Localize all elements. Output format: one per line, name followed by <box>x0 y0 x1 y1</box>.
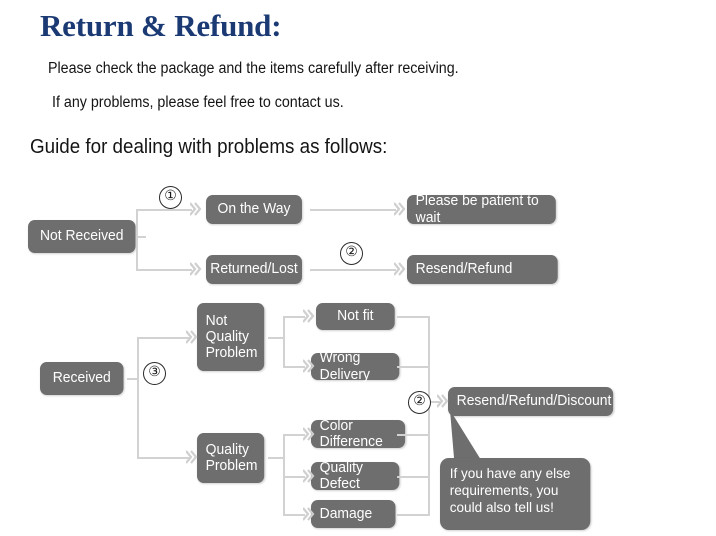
connector-reasons-bus <box>428 316 430 516</box>
connector-to-returned-lost <box>136 269 192 271</box>
connector-received-stem <box>127 378 139 380</box>
node-not-received[interactable]: Not Received <box>28 220 136 253</box>
step-number-2-bottom: ② <box>408 391 431 414</box>
extra-requirements-callout: If you have any else requirements, you c… <box>440 458 591 530</box>
node-color-difference[interactable]: Color Difference <box>311 418 406 450</box>
node-resend-refund-discount[interactable]: Resend/Refund/Discount <box>448 387 614 416</box>
step-number-1: ① <box>159 186 182 209</box>
connector-to-quality <box>137 457 189 459</box>
arrow-to-wrong-delivery <box>303 359 315 373</box>
step-number-3: ③ <box>143 362 166 385</box>
connector-bus-to-outcome <box>428 401 440 403</box>
connector-to-quality-defect <box>283 476 305 478</box>
arrow-to-returned-lost <box>190 262 202 276</box>
connector-not-received-split <box>136 209 138 271</box>
intro-line-2: If any problems, please feel free to con… <box>52 94 344 111</box>
connector-quality-split <box>283 434 285 514</box>
arrow-to-quality-problem <box>186 450 198 464</box>
arrow-to-not-quality-problem <box>186 330 198 344</box>
node-damage[interactable]: Damage <box>311 500 396 528</box>
node-on-the-way[interactable]: On the Way <box>206 195 302 224</box>
connector-not-fit-bus <box>397 316 429 318</box>
arrow-to-damage <box>303 507 315 521</box>
arrow-to-not-fit <box>303 309 315 323</box>
arrow-to-color-difference <box>303 427 315 441</box>
connector-to-damage <box>283 514 305 516</box>
intro-line-1: Please check the package and the items c… <box>48 60 459 77</box>
node-not-quality-problem[interactable]: Not Quality Problem <box>197 303 265 371</box>
arrow-to-please-be-patient <box>394 202 406 216</box>
node-resend-refund[interactable]: Resend/Refund <box>407 255 558 284</box>
connector-to-on-the-way <box>136 209 192 211</box>
connector-quality-defect-bus <box>397 476 429 478</box>
arrow-to-resend-refund-discount <box>437 394 449 408</box>
connector-damage-bus <box>397 514 429 516</box>
node-wrong-delivery[interactable]: Wrong Delivery <box>311 350 400 383</box>
node-received[interactable]: Received <box>40 362 124 395</box>
connector-to-wrong-delivery <box>283 366 305 368</box>
connector-not-received-stem <box>136 236 146 238</box>
connector-color-difference-bus <box>397 434 429 436</box>
connector-quality-stem <box>268 457 284 459</box>
connector-on-the-way-out <box>310 209 396 211</box>
node-quality-problem[interactable]: Quality Problem <box>197 433 265 483</box>
connector-returned-lost-out <box>310 269 396 271</box>
callout-tail <box>444 408 508 474</box>
arrow-to-on-the-way <box>190 202 202 216</box>
guide-heading: Guide for dealing with problems as follo… <box>30 136 388 158</box>
connector-to-not-fit <box>283 316 305 318</box>
connector-wrong-delivery-bus <box>397 366 429 368</box>
page-title: Return & Refund: <box>40 8 282 43</box>
node-returned-lost[interactable]: Returned/Lost <box>206 255 302 284</box>
arrow-to-resend-refund <box>394 262 406 276</box>
connector-to-not-quality <box>137 337 189 339</box>
connector-not-quality-stem <box>268 337 284 339</box>
node-please-be-patient-to-wait[interactable]: Please be patient to wait <box>407 193 556 226</box>
arrow-to-quality-defect <box>303 469 315 483</box>
node-not-fit[interactable]: Not fit <box>316 303 395 330</box>
connector-not-quality-split <box>283 316 285 366</box>
node-quality-defect[interactable]: Quality Defect <box>311 460 400 492</box>
step-number-2-top: ② <box>340 242 363 265</box>
connector-to-color-difference <box>283 434 305 436</box>
connector-received-split <box>137 337 139 457</box>
